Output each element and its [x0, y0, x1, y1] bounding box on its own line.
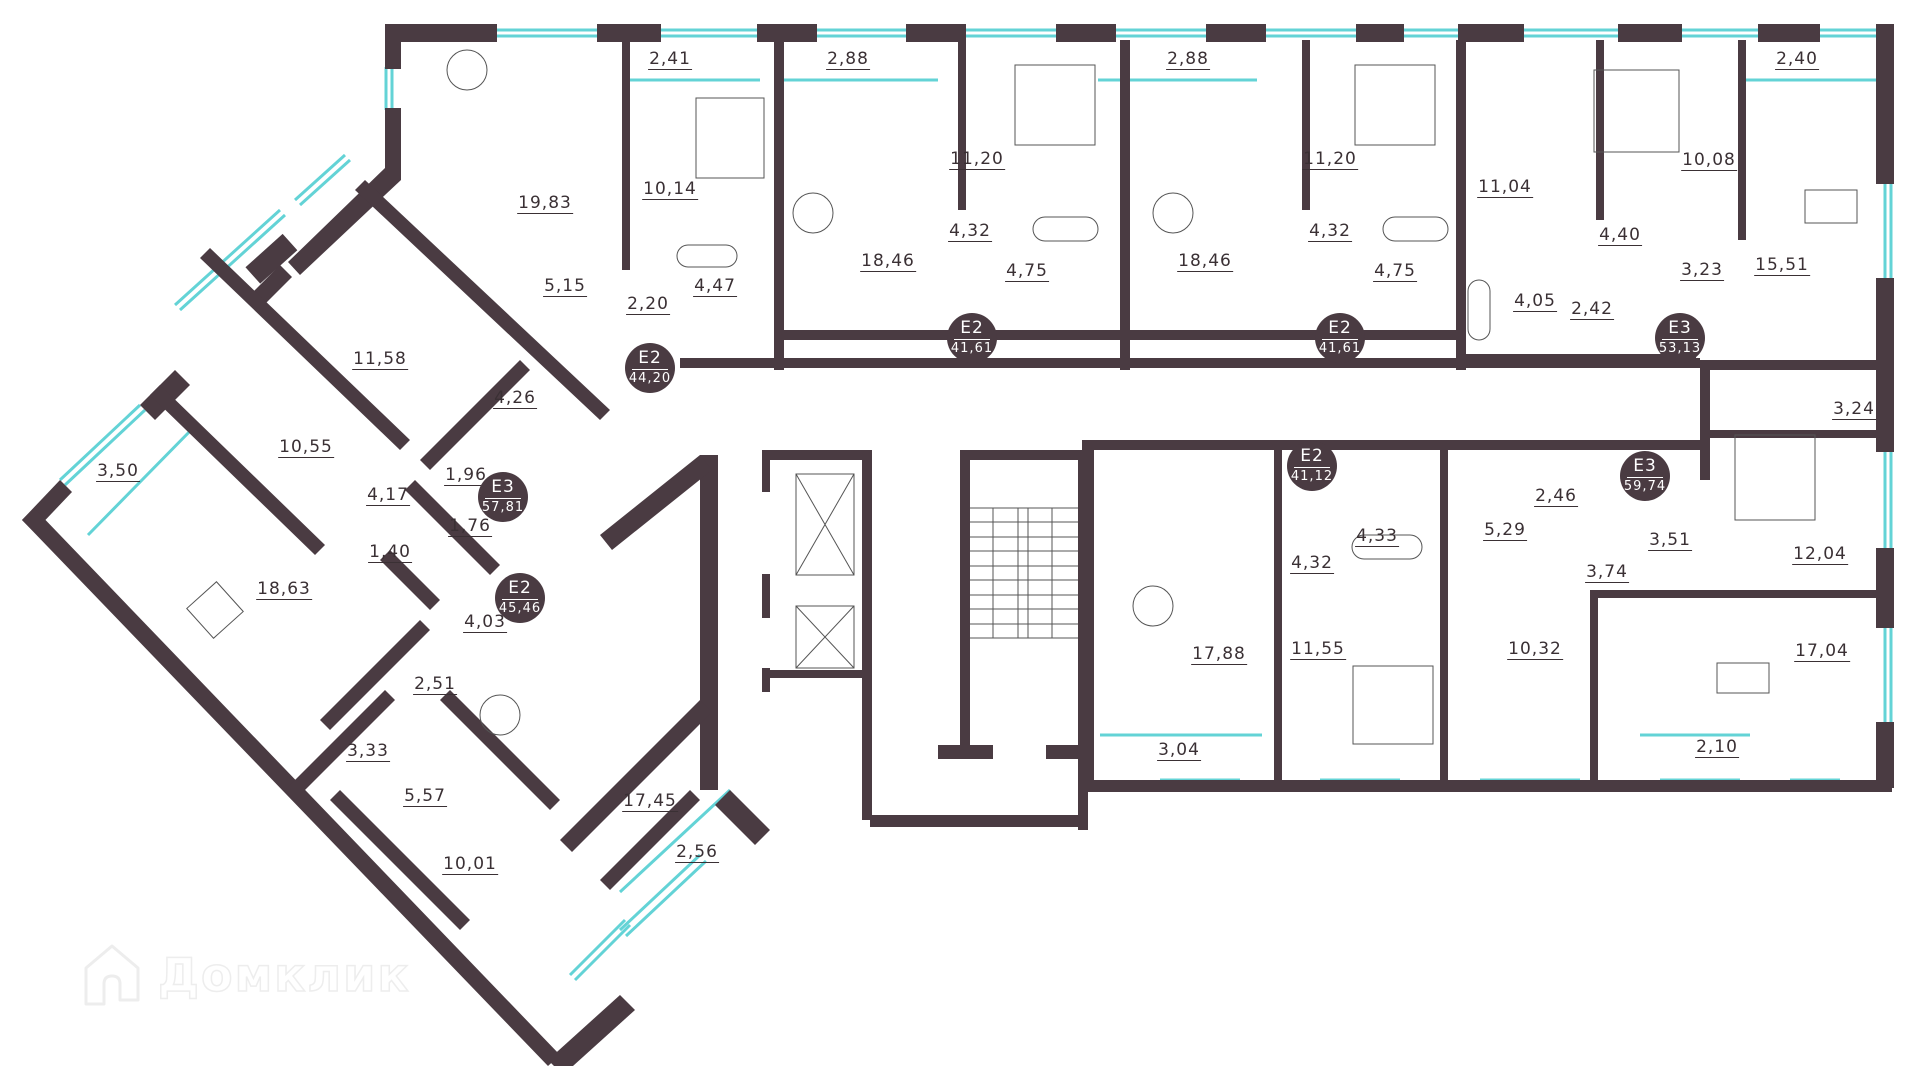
room-area-label: 15,51 [1754, 255, 1810, 276]
unit-total-area: 45,46 [498, 601, 542, 616]
room-area-label: 10,01 [442, 854, 498, 875]
room-area-label: 4,40 [1598, 225, 1642, 246]
room-area-label: 18,46 [1177, 251, 1233, 272]
room-area-label: 2,10 [1695, 737, 1739, 758]
room-area-label: 11,20 [1302, 149, 1358, 170]
room-area-label: 4,26 [493, 388, 537, 409]
unit-total-area: 41,61 [1318, 341, 1362, 356]
room-area-label: 3,51 [1648, 530, 1692, 551]
room-area-label: 2,20 [626, 294, 670, 315]
room-area-label: 5,29 [1483, 520, 1527, 541]
room-area-label: 4,75 [1373, 261, 1417, 282]
room-area-label: 2,46 [1534, 486, 1578, 507]
room-area-label: 5,57 [403, 786, 447, 807]
unit-type: E2 [954, 320, 990, 340]
room-area-label: 2,88 [826, 49, 870, 70]
room-area-label: 12,04 [1792, 544, 1848, 565]
room-area-label: 4,75 [1005, 261, 1049, 282]
unit-total-area: 44,20 [628, 371, 672, 386]
room-area-label: 18,63 [256, 579, 312, 600]
watermark-text: Домклик [157, 947, 411, 1003]
room-area-label: 4,17 [366, 485, 410, 506]
room-area-label: 18,46 [860, 251, 916, 272]
room-area-label: 1,96 [444, 465, 488, 486]
room-area-label: 19,83 [517, 193, 573, 214]
unit-type: E3 [485, 479, 521, 499]
room-area-label: 3,24 [1832, 399, 1876, 420]
room-area-label: 1,76 [448, 516, 492, 537]
walls [22, 24, 1894, 1066]
room-area-label: 10,32 [1507, 639, 1563, 660]
room-area-label: 11,58 [352, 349, 408, 370]
unit-type: E2 [502, 580, 538, 600]
unit-type: E2 [1294, 448, 1330, 468]
unit-type: E2 [1322, 320, 1358, 340]
unit-total-area: 53,13 [1658, 341, 1702, 356]
room-area-label: 11,20 [949, 149, 1005, 170]
room-area-label: 3,23 [1680, 260, 1724, 281]
room-area-label: 4,47 [693, 276, 737, 297]
unit-total-area: 41,12 [1290, 469, 1334, 484]
watermark: Домклик [80, 940, 411, 1010]
room-area-label: 4,32 [948, 221, 992, 242]
room-area-label: 10,08 [1681, 150, 1737, 171]
room-area-label: 2,42 [1570, 299, 1614, 320]
room-area-label: 17,88 [1191, 644, 1247, 665]
room-area-label: 3,33 [346, 741, 390, 762]
unit-total-area: 57,81 [481, 500, 525, 515]
room-area-label: 2,41 [648, 49, 692, 70]
room-area-label: 3,50 [96, 461, 140, 482]
room-area-label: 17,45 [622, 791, 678, 812]
room-area-label: 4,32 [1290, 553, 1334, 574]
room-area-label: 4,33 [1355, 526, 1399, 547]
room-area-label: 2,88 [1166, 49, 1210, 70]
unit-total-area: 41,61 [950, 341, 994, 356]
furniture [186, 49, 1858, 745]
unit-type: E2 [632, 350, 668, 370]
room-area-label: 11,04 [1477, 177, 1533, 198]
room-area-label: 4,05 [1513, 291, 1557, 312]
unit-total-area: 59,74 [1623, 479, 1667, 494]
room-area-label: 11,55 [1290, 639, 1346, 660]
room-area-label: 4,03 [463, 612, 507, 633]
room-area-label: 17,04 [1794, 641, 1850, 662]
room-area-label: 1,40 [368, 542, 412, 563]
room-area-label: 10,55 [278, 437, 334, 458]
room-area-label: 2,56 [675, 842, 719, 863]
room-area-label: 4,32 [1308, 221, 1352, 242]
room-area-label: 5,15 [543, 276, 587, 297]
room-area-label: 2,51 [413, 674, 457, 695]
room-area-label: 3,04 [1157, 740, 1201, 761]
room-area-label: 3,74 [1585, 562, 1629, 583]
room-area-label: 10,14 [642, 179, 698, 200]
unit-type: E3 [1662, 320, 1698, 340]
unit-type: E3 [1627, 458, 1663, 478]
house-logo-icon [84, 944, 140, 1006]
room-area-label: 2,40 [1775, 49, 1819, 70]
